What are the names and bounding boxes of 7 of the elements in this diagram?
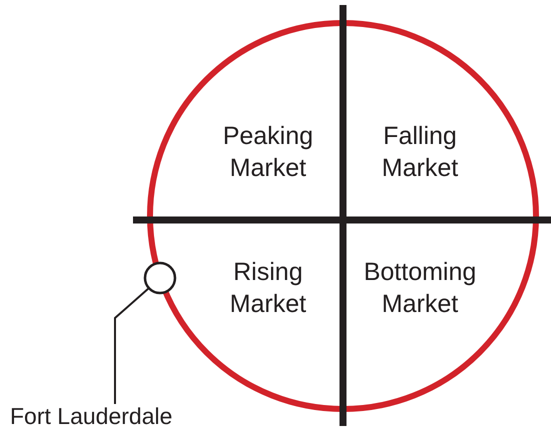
location-marker <box>143 261 177 295</box>
location-label: Fort Lauderdale <box>10 403 172 430</box>
quadrant-label: Bottoming Market <box>362 257 478 320</box>
quadrant-label: Peaking Market <box>222 121 314 184</box>
quadrant-label: Rising Market <box>228 257 308 320</box>
leader-line <box>114 287 150 404</box>
quadrant-label: Falling Market <box>380 121 460 184</box>
